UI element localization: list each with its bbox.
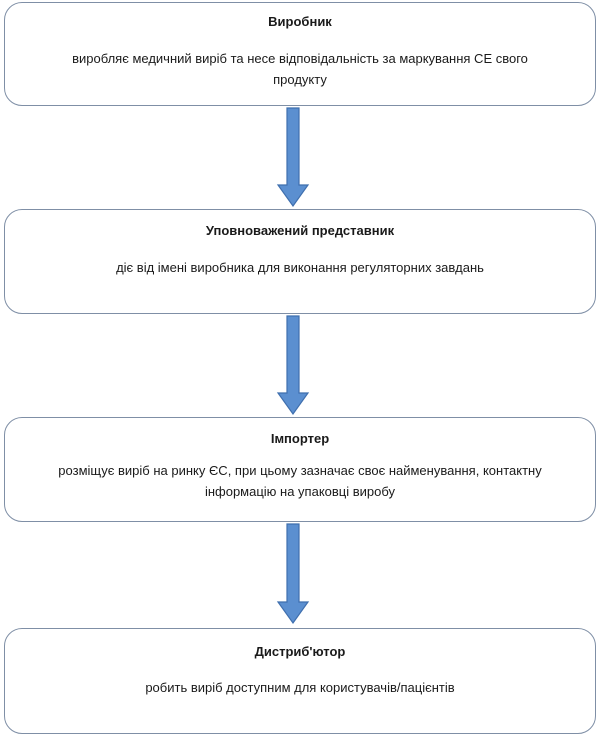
flow-box-title: Виробник [268, 14, 332, 29]
flow-box-description: розміщує виріб на ринку ЄС, при цьому за… [58, 463, 542, 499]
flow-box-description: діє від імені виробника для виконання ре… [116, 260, 484, 275]
down-arrow-icon [276, 523, 310, 625]
flow-box-manufacturer: Виробник виробляє медичний виріб та несе… [4, 2, 596, 106]
flow-box-distributor: Дистриб'ютор робить виріб доступним для … [4, 628, 596, 734]
flow-box-importer: Імпортер розміщує виріб на ринку ЄС, при… [4, 417, 596, 522]
flow-box-authorized-representative: Уповноважений представник діє від імені … [4, 209, 596, 314]
flow-box-description: робить виріб доступним для користувачів/… [145, 680, 455, 695]
down-arrow-icon [276, 107, 310, 208]
flow-box-title: Уповноважений представник [205, 223, 395, 238]
flow-box-title: Імпортер [270, 431, 330, 446]
flow-box-title: Дистриб'ютор [254, 644, 346, 659]
flow-box-description: виробляє медичний виріб та несе відповід… [72, 51, 528, 87]
down-arrow-icon [276, 315, 310, 416]
